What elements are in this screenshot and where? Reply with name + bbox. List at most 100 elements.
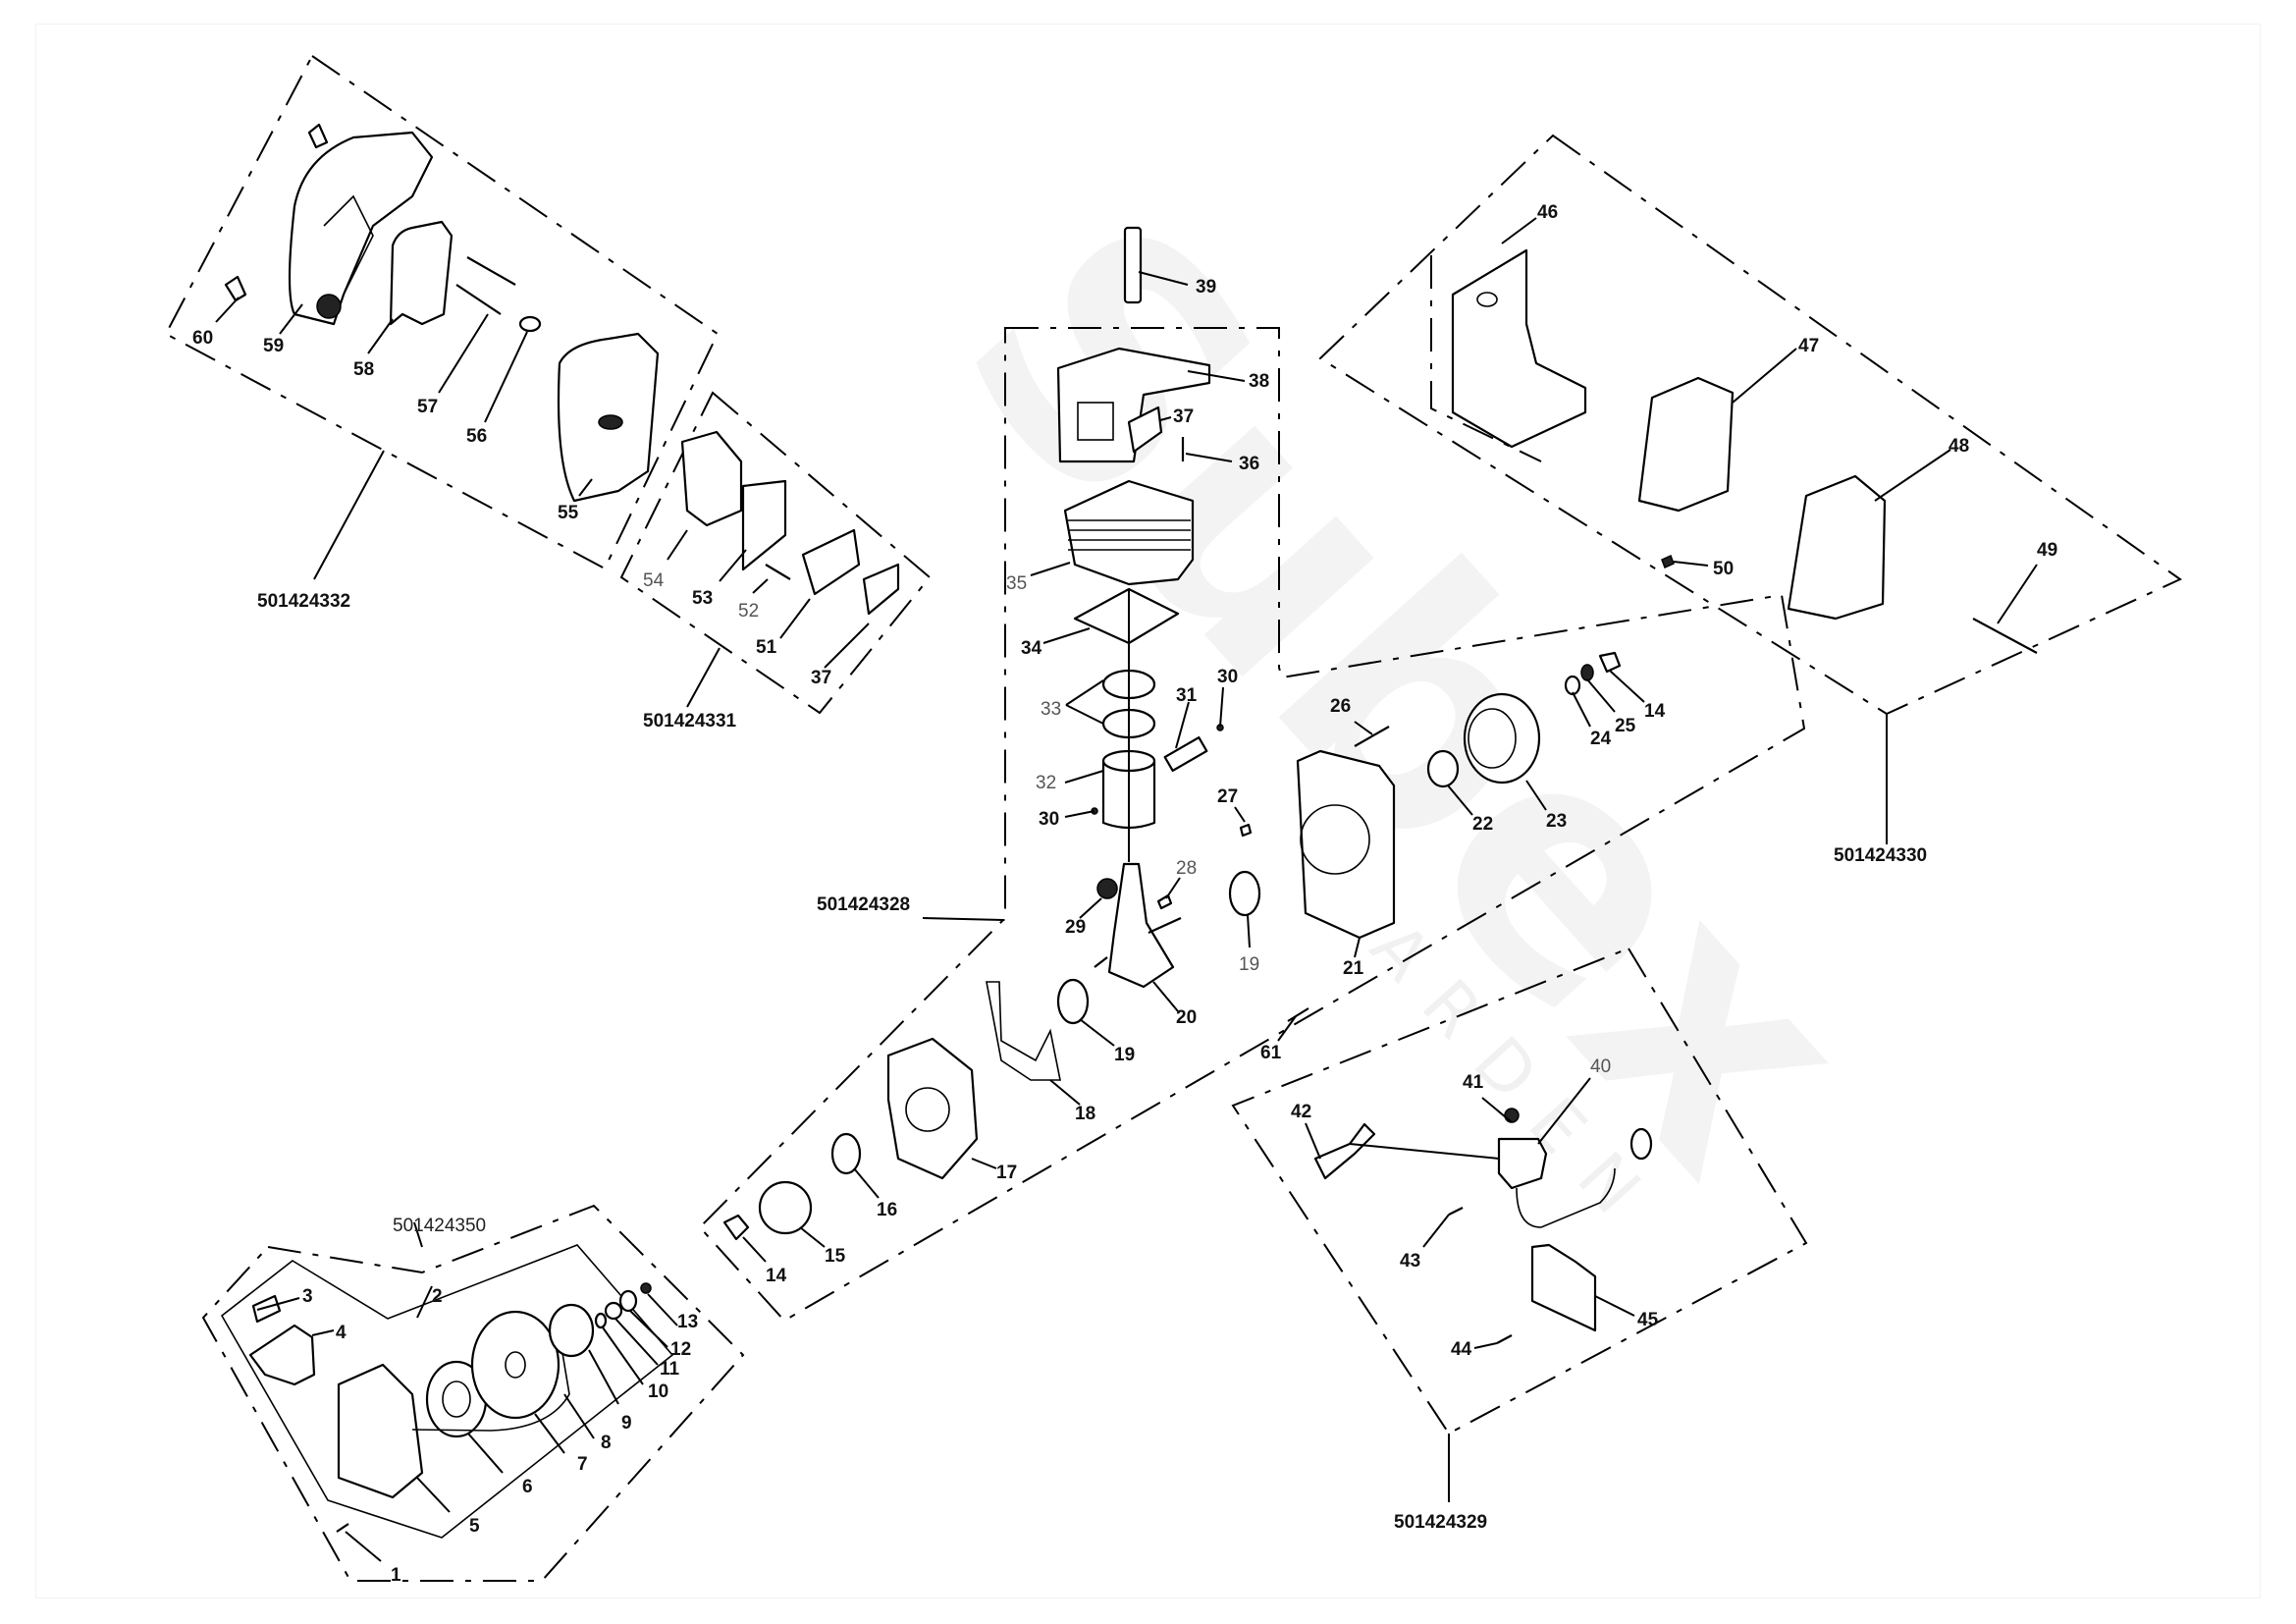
part-25-lockwasher — [1580, 664, 1594, 681]
crankcase-group — [722, 651, 1622, 1241]
part-58-filter-element — [389, 220, 454, 326]
muffler-group — [1451, 248, 2038, 654]
callout-20: 20 — [1176, 1007, 1197, 1028]
part-50-screw — [1661, 554, 1675, 569]
callout-55: 55 — [558, 503, 579, 523]
callout-16: 16 — [877, 1200, 897, 1220]
part-26-screw — [1354, 726, 1390, 747]
callout-27: 27 — [1217, 786, 1238, 807]
part-35-cylinder — [1063, 479, 1195, 586]
part-17-crankcase-left — [886, 1037, 979, 1180]
page-frame — [35, 24, 2261, 1598]
callout-34: 34 — [1021, 638, 1042, 659]
callout-28: 28 — [1176, 858, 1197, 879]
kit-label-501424329: 501424329 — [1394, 1512, 1487, 1533]
part-14-nut-left — [722, 1214, 750, 1241]
kit-outline-501424350 — [201, 1204, 745, 1582]
callout-44: 44 — [1451, 1339, 1472, 1360]
callout-36: 36 — [1239, 454, 1259, 474]
part-37-exhaust-gasket — [1127, 406, 1163, 454]
callout-11: 11 — [660, 1359, 680, 1380]
callout-48: 48 — [1949, 436, 1969, 457]
callout-4: 4 — [336, 1323, 347, 1343]
callout-7: 7 — [577, 1454, 588, 1475]
callout-32: 32 — [1036, 773, 1056, 793]
kit-outline-501424332 — [164, 54, 720, 570]
kit-label-501424328: 501424328 — [817, 894, 910, 915]
callout-50: 50 — [1713, 559, 1734, 579]
part-48-muffler-cover — [1787, 474, 1887, 621]
part-51-intake — [801, 528, 861, 596]
kit-outline-501424329 — [1231, 947, 1808, 1435]
callout-33: 33 — [1041, 699, 1061, 720]
part-46-heat-plate — [1451, 248, 1587, 449]
part-29-bearing — [1096, 878, 1118, 899]
callout-52: 52 — [738, 601, 759, 622]
callout-21: 21 — [1343, 958, 1364, 979]
callout-24: 24 — [1590, 729, 1612, 749]
part-31-wrist-pin — [1163, 735, 1208, 773]
part-28-key — [1156, 893, 1173, 910]
kit-label-501424350: 501424350 — [393, 1216, 486, 1236]
kit-label-501424332: 501424332 — [257, 591, 350, 612]
part-18-gasket — [986, 981, 1061, 1081]
callout-57: 57 — [417, 397, 438, 417]
callout-37-carb: 37 — [811, 668, 831, 688]
callout-25: 25 — [1615, 716, 1636, 736]
starter-group — [248, 1282, 652, 1533]
callout-47: 47 — [1798, 336, 1819, 356]
callout-41: 41 — [1463, 1072, 1484, 1093]
part-59-filter-housing — [288, 131, 434, 326]
part-22-washer — [1426, 749, 1460, 788]
part-54-carburetor — [680, 430, 743, 527]
part-44-screw — [1496, 1334, 1513, 1344]
callout-60: 60 — [192, 328, 213, 349]
leader-lines — [215, 217, 2038, 1562]
part-4-rope-guide — [248, 1324, 316, 1386]
callout-56: 56 — [466, 426, 487, 447]
callout-37: 37 — [1173, 406, 1194, 427]
part-23-clutch-drum — [1463, 692, 1541, 785]
callout-17: 17 — [996, 1163, 1017, 1183]
callout-51: 51 — [756, 637, 777, 658]
part-3-handle — [251, 1294, 282, 1324]
part-49-bolt — [1972, 618, 2038, 654]
part-60-knob-top — [307, 123, 329, 149]
part-34-base-gasket — [1073, 587, 1180, 645]
callout-19-left: 19 — [1114, 1045, 1135, 1065]
part-61-screw — [1287, 1007, 1309, 1022]
callout-15: 15 — [825, 1246, 846, 1267]
cylinder-group — [1056, 226, 1390, 1025]
part-27-pin — [1239, 823, 1253, 838]
part-24-washer — [1564, 675, 1581, 696]
callout-54: 54 — [643, 570, 665, 591]
callout-14-right: 14 — [1644, 701, 1666, 722]
kit-outline-501424328 — [698, 327, 1806, 1323]
callout-1: 1 — [391, 1565, 401, 1586]
part-37-gasket-b — [862, 563, 900, 616]
callout-26: 26 — [1330, 696, 1351, 717]
callout-53: 53 — [692, 588, 713, 609]
callout-18: 18 — [1075, 1104, 1095, 1124]
starter-housing-outline — [220, 1244, 674, 1539]
callout-58: 58 — [353, 359, 374, 380]
callout-5: 5 — [469, 1516, 480, 1537]
callout-10: 10 — [648, 1381, 668, 1402]
callout-39: 39 — [1196, 277, 1216, 298]
callout-19-right: 19 — [1239, 954, 1259, 975]
callout-labels: 60 59 58 57 56 55 501424332 54 53 52 51 … — [192, 202, 2057, 1586]
part-19-seal-right — [1228, 870, 1261, 917]
part-60-knob — [224, 275, 247, 302]
kit-outline-501424331 — [619, 391, 932, 715]
callout-43: 43 — [1400, 1251, 1420, 1272]
part-9-pawl-plate — [548, 1303, 595, 1358]
callout-12: 12 — [670, 1339, 691, 1360]
callout-13: 13 — [677, 1312, 698, 1332]
callout-31: 31 — [1176, 685, 1198, 706]
kit-label-501424331: 501424331 — [643, 711, 737, 731]
part-12-washer — [618, 1289, 638, 1313]
kit-outline-501424330-inner — [1430, 255, 1542, 462]
part-39-spark-plug — [1123, 226, 1143, 304]
part-11-spring-clip — [604, 1301, 623, 1321]
part-15-clutch — [758, 1180, 813, 1235]
